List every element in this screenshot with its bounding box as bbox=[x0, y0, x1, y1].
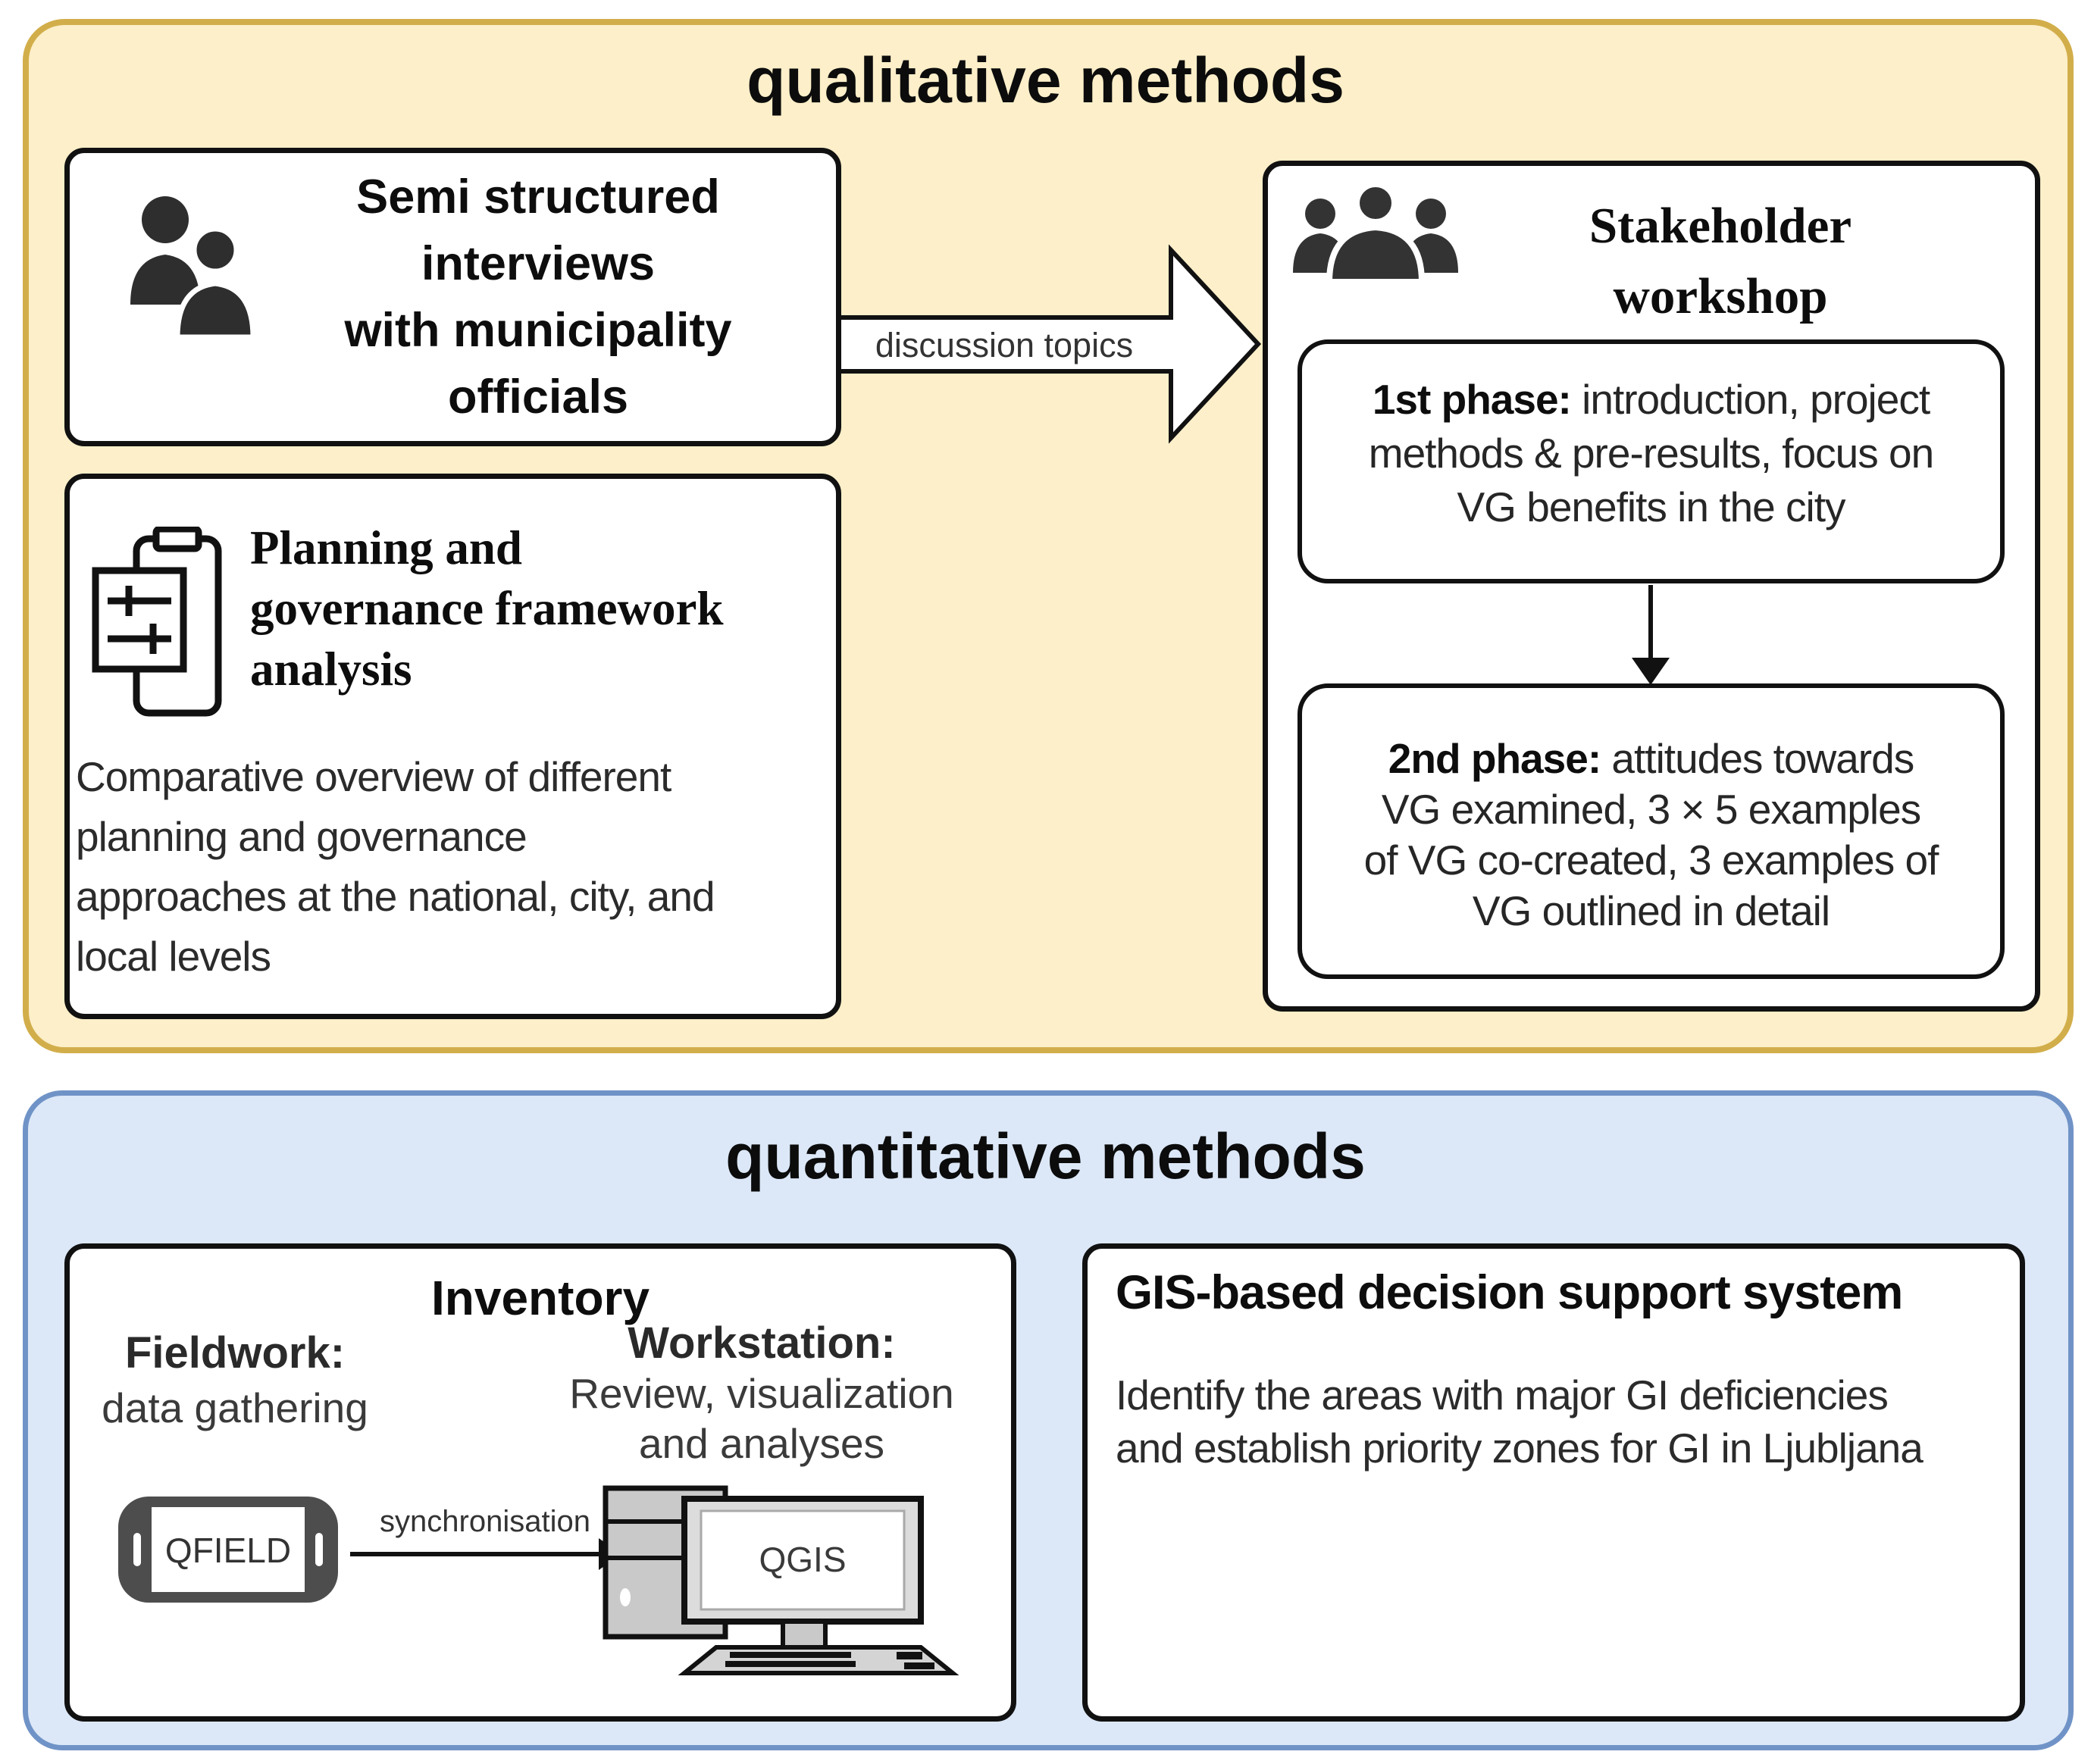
phase-arrow-line bbox=[1648, 585, 1653, 659]
workshop-title-line: Stakeholder bbox=[1589, 198, 1852, 254]
fieldwork-label: Fieldwork: bbox=[124, 1328, 346, 1378]
planning-body-line: approaches at the national, city, and bbox=[76, 873, 715, 920]
phase2-line: of VG co-created, 3 examples of bbox=[1363, 837, 1939, 884]
inventory-box bbox=[64, 1243, 1016, 1722]
fieldwork-desc: data gathering bbox=[102, 1384, 368, 1431]
phase1-line: 1st phase: introduction, project bbox=[1372, 376, 1930, 423]
qualitative-title: qualitative methods bbox=[747, 45, 1344, 116]
workstation-label: Workstation: bbox=[628, 1318, 896, 1368]
planning-body: Comparative overview of different planni… bbox=[76, 747, 837, 987]
planning-title-line: governance framework bbox=[250, 582, 724, 635]
inventory-title: Inventory bbox=[430, 1271, 650, 1325]
gis-title: GIS-based decision support system bbox=[1116, 1266, 1903, 1319]
workshop-title: Stakeholder workshop bbox=[1470, 191, 1970, 332]
planning-title: Planning and governance framework analys… bbox=[250, 518, 826, 699]
phase2-text: 2nd phase: attitudes towards VG examined… bbox=[1320, 733, 1982, 937]
three-people-group-icon bbox=[1293, 181, 1458, 285]
monitor-screen-label: QGIS bbox=[759, 1540, 846, 1579]
quantitative-title: quantitative methods bbox=[725, 1121, 1366, 1192]
phase2-lead: 2nd phase: bbox=[1388, 735, 1601, 782]
interviews-line: officials bbox=[447, 371, 629, 424]
discussion-topics-arrow bbox=[837, 244, 1262, 444]
gis-body-line: Identify the areas with major GI deficie… bbox=[1116, 1371, 1889, 1418]
phase2-box bbox=[1297, 683, 2005, 979]
phase1-lead: 1st phase: bbox=[1372, 376, 1572, 423]
phone-screen-label: QFIELD bbox=[165, 1531, 291, 1570]
interviews-line: Semi structured bbox=[356, 170, 720, 224]
two-people-icon bbox=[130, 196, 256, 337]
interviews-line: interviews bbox=[421, 237, 656, 290]
workstation-desc-line: Review, visualization bbox=[569, 1370, 954, 1417]
desktop-computer-icon: QGIS bbox=[603, 1485, 959, 1675]
sync-arrow-line bbox=[350, 1552, 603, 1556]
fieldwork-block: Fieldwork: data gathering bbox=[83, 1326, 387, 1435]
phase1-line: VG benefits in the city bbox=[1457, 483, 1846, 530]
mobile-phone-icon: QFIELD bbox=[118, 1497, 338, 1603]
planning-body-line: Comparative overview of different bbox=[76, 753, 671, 800]
interviews-line: with municipality bbox=[344, 304, 732, 357]
interviews-box-text: Semi structured interviews with municipa… bbox=[250, 164, 826, 430]
planning-box bbox=[64, 474, 841, 1019]
phase2-line: VG outlined in detail bbox=[1472, 887, 1830, 934]
gis-box bbox=[1082, 1243, 2025, 1722]
phase2-line: 2nd phase: attitudes towards bbox=[1388, 735, 1914, 782]
planning-body-line: local levels bbox=[76, 933, 271, 980]
planning-body-line: planning and governance bbox=[76, 813, 527, 860]
phase1-line: methods & pre-results, focus on bbox=[1368, 430, 1934, 477]
workstation-block: Workstation: Review, visualization and a… bbox=[557, 1318, 966, 1468]
workshop-title-line: workshop bbox=[1613, 268, 1828, 324]
sync-label: synchronisation bbox=[380, 1505, 590, 1538]
gis-body: Identify the areas with major GI deficie… bbox=[1116, 1368, 2010, 1475]
discussion-topics-label: discussion topics bbox=[875, 326, 1134, 364]
planning-title-line: Planning and bbox=[250, 521, 522, 574]
gis-body-line: and establish priority zones for GI in L… bbox=[1116, 1425, 1924, 1472]
phase-arrow-head bbox=[1632, 658, 1670, 685]
phase1-box bbox=[1297, 339, 2005, 583]
phase2-line: VG examined, 3 × 5 examples bbox=[1381, 786, 1921, 833]
workstation-desc-line: and analyses bbox=[638, 1420, 885, 1467]
planning-title-line: analysis bbox=[250, 643, 412, 696]
phase1-text: 1st phase: introduction, project methods… bbox=[1320, 373, 1982, 534]
clipboard-settings-icon bbox=[92, 527, 222, 717]
